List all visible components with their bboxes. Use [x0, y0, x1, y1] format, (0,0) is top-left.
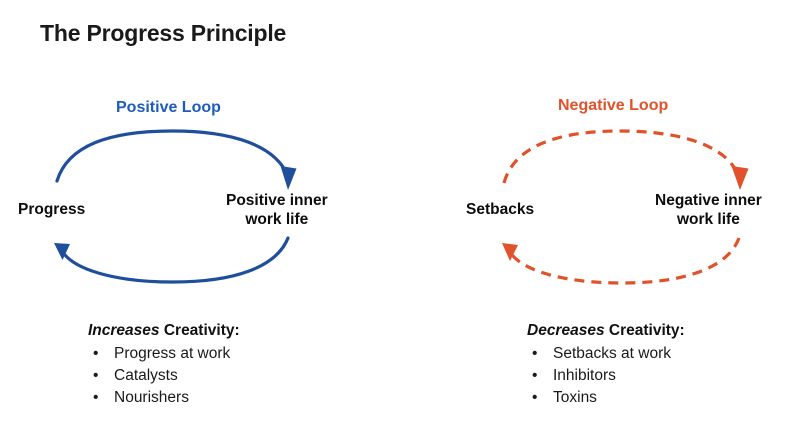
page-title: The Progress Principle	[40, 20, 287, 46]
negative-list-heading-rest: Creativity:	[604, 322, 685, 339]
list-item-label: Inhibitors	[553, 367, 616, 384]
negative-loop-label: Negative Loop	[558, 97, 669, 114]
positive-top-arrowhead-icon	[280, 166, 297, 190]
node-negative-inner-work-life-line1: Negative inner	[655, 192, 762, 209]
bullet-dot-icon: •	[93, 345, 99, 362]
list-item: • Inhibitors	[527, 365, 685, 387]
list-item-label: Toxins	[553, 389, 597, 406]
list-item-label: Setbacks at work	[553, 345, 672, 362]
list-item: • Toxins	[527, 387, 685, 409]
bullet-dot-icon: •	[93, 389, 99, 406]
node-negative-inner-work-life: Negative inner work life	[655, 191, 762, 230]
positive-list-heading-emphasis: Increases	[88, 322, 160, 339]
list-item: • Progress at work	[88, 343, 240, 365]
positive-bottom-arc-line	[60, 236, 290, 284]
positive-list-heading-rest: Creativity:	[159, 322, 240, 339]
node-positive-inner-work-life: Positive inner work life	[226, 191, 328, 230]
negative-bottom-arrowhead-icon	[502, 243, 518, 261]
node-positive-inner-work-life-line2: work life	[245, 211, 309, 229]
list-item: • Catalysts	[88, 365, 240, 387]
positive-creativity-list: Increases Creativity: • Progress at work…	[88, 322, 240, 409]
list-item-label: Catalysts	[114, 367, 178, 384]
bullet-dot-icon: •	[532, 389, 538, 406]
negative-list-heading-emphasis: Decreases	[527, 322, 605, 339]
negative-bullet-list: • Setbacks at work • Inhibitors • Toxins	[527, 343, 685, 409]
bullet-dot-icon: •	[532, 367, 538, 384]
node-negative-inner-work-life-line2: work life	[676, 211, 740, 229]
negative-bottom-arc-line	[508, 237, 741, 285]
list-item: • Nourishers	[88, 387, 240, 409]
negative-top-arrowhead-icon	[731, 166, 749, 190]
positive-top-arc-line	[55, 129, 290, 183]
positive-list-heading: Increases Creativity:	[88, 322, 240, 340]
node-positive-inner-work-life-line1: Positive inner	[226, 192, 328, 209]
negative-top-arc-line	[502, 129, 741, 184]
node-setbacks: Setbacks	[466, 201, 535, 218]
list-item-label: Progress at work	[114, 345, 231, 362]
positive-bullet-list: • Progress at work • Catalysts • Nourish…	[88, 343, 240, 409]
list-item: • Setbacks at work	[527, 343, 685, 365]
list-item-label: Nourishers	[114, 389, 189, 406]
positive-bottom-arrowhead-icon	[54, 243, 70, 260]
negative-creativity-list: Decreases Creativity: • Setbacks at work…	[527, 322, 685, 409]
bullet-dot-icon: •	[93, 367, 99, 384]
negative-list-heading: Decreases Creativity:	[527, 322, 685, 340]
bullet-dot-icon: •	[532, 345, 538, 362]
node-progress: Progress	[18, 201, 86, 218]
positive-loop-label: Positive Loop	[116, 99, 221, 116]
